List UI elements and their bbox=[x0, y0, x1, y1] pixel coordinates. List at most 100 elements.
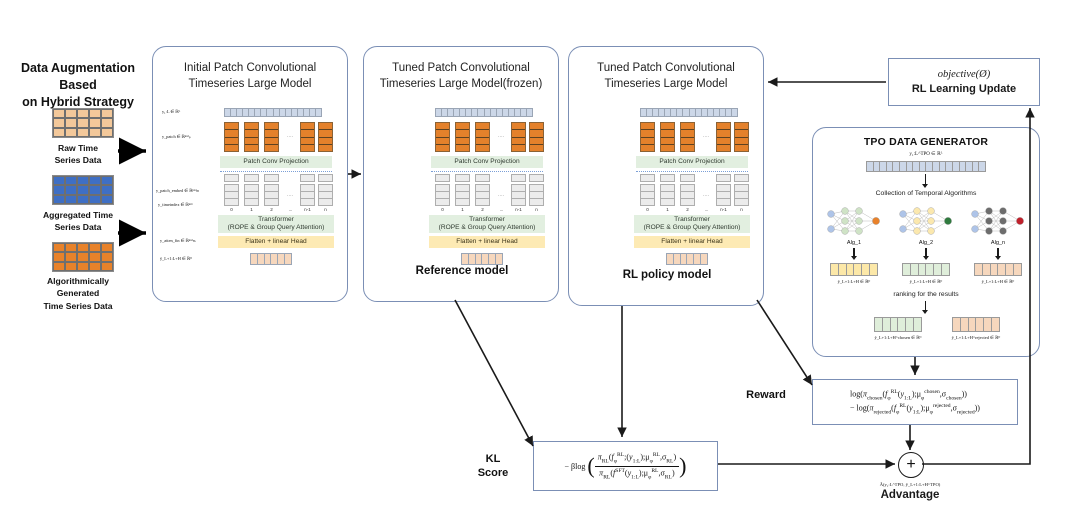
grid-cell bbox=[77, 185, 89, 195]
token-cell bbox=[512, 192, 525, 199]
strip-cell bbox=[237, 109, 244, 116]
token-cell bbox=[717, 192, 730, 199]
patch-cell bbox=[641, 130, 654, 138]
grid-cell bbox=[89, 109, 101, 119]
grid-cell bbox=[53, 261, 65, 271]
output-cell bbox=[681, 254, 688, 264]
bar-cell bbox=[831, 264, 839, 275]
token-cell bbox=[476, 185, 489, 192]
patch-cell bbox=[476, 138, 489, 145]
patch-cell bbox=[456, 145, 469, 151]
output-cell bbox=[265, 254, 272, 264]
grid-cell bbox=[89, 118, 101, 128]
strip-cell bbox=[659, 109, 666, 116]
patch-cell bbox=[530, 138, 543, 145]
patch-cell bbox=[476, 145, 489, 151]
strip-cell bbox=[960, 162, 967, 171]
strip-cell bbox=[671, 109, 678, 116]
algorithm-output-bar-1 bbox=[830, 263, 878, 276]
token-head-3 bbox=[511, 174, 526, 182]
grid-cell bbox=[101, 243, 113, 253]
token-head-2 bbox=[264, 174, 279, 182]
patch-cell bbox=[512, 130, 525, 138]
algorithm-arrow-head-2 bbox=[922, 256, 929, 260]
grid-cell bbox=[53, 185, 65, 195]
token-cell bbox=[641, 185, 654, 192]
patch-column-1 bbox=[660, 122, 675, 152]
token-cell bbox=[735, 192, 748, 199]
grid-cell bbox=[89, 252, 101, 262]
token-head-1 bbox=[660, 174, 675, 182]
output-cell bbox=[667, 254, 674, 264]
token-cell bbox=[436, 199, 449, 205]
patch-column-2 bbox=[680, 122, 695, 152]
patch-cell bbox=[436, 145, 449, 151]
patch-column-2 bbox=[264, 122, 279, 152]
patch-cell bbox=[661, 138, 674, 145]
grid-cell bbox=[77, 261, 89, 271]
strip-cell bbox=[442, 109, 449, 116]
grid-cell bbox=[65, 261, 77, 271]
patch-cell bbox=[319, 123, 332, 131]
grid-cell bbox=[77, 118, 89, 128]
token-cell bbox=[245, 185, 258, 192]
bar-cell bbox=[953, 318, 961, 331]
result-label-rejected: ŷ_L+1:L+H^rejected ∈ ℝᴴ bbox=[951, 335, 1001, 340]
bar-cell bbox=[992, 318, 999, 331]
strip-cell bbox=[880, 162, 887, 171]
strip-cell bbox=[243, 109, 250, 116]
token-cell bbox=[265, 192, 278, 199]
bar-cell bbox=[906, 318, 915, 331]
algorithm-arrow-head-1 bbox=[850, 256, 857, 260]
bar-cell bbox=[898, 318, 907, 331]
grid-cell bbox=[101, 176, 113, 186]
patch-cell bbox=[512, 138, 525, 145]
reward-formula-box: log(πchosen(fφRL(y1:L);μφchosen,σchosen)… bbox=[812, 379, 1018, 425]
bar-cell bbox=[862, 264, 871, 275]
algorithm-name-1: Alg_1 bbox=[846, 240, 862, 246]
patch-cell bbox=[436, 130, 449, 138]
strip-cell bbox=[720, 109, 726, 116]
augmentation-title-line2: on Hybrid Strategy bbox=[22, 94, 134, 109]
output-cell bbox=[462, 254, 469, 264]
token-head-4 bbox=[529, 174, 544, 182]
algorithm-output-bar-3 bbox=[974, 263, 1022, 276]
reward-formula-line1: log(πchosen(fφRL(y1:L);μφchosen,σchosen)… bbox=[850, 388, 967, 401]
patch-cell bbox=[301, 123, 314, 131]
source-block-algorithmic bbox=[52, 242, 114, 272]
bar-cell bbox=[984, 318, 993, 331]
kl-numerator: πRL(fφRL;(y1:L);μφRL,σRL) bbox=[594, 452, 680, 467]
token-cell bbox=[641, 199, 654, 205]
bar-cell bbox=[911, 264, 919, 275]
strip-cell bbox=[702, 109, 708, 116]
strip-cell bbox=[708, 109, 714, 116]
grid-cell bbox=[77, 127, 89, 137]
strip-cell bbox=[448, 109, 455, 116]
dotted-separator bbox=[220, 171, 332, 172]
token-head-0 bbox=[435, 174, 450, 182]
algorithm-arrow-head-3 bbox=[994, 256, 1001, 260]
patch-cell bbox=[530, 145, 543, 151]
strip-cell bbox=[979, 162, 985, 171]
output-cell bbox=[251, 254, 258, 264]
patch-cell bbox=[717, 123, 730, 131]
strip-cell bbox=[920, 162, 927, 171]
patch-cell bbox=[717, 145, 730, 151]
patch-cell bbox=[225, 145, 238, 151]
token-column-0 bbox=[435, 184, 450, 206]
label-atten: y_atten_fin ∈ ℝⁿˣᵈₘ bbox=[160, 238, 196, 243]
patch-cell bbox=[265, 138, 278, 145]
token-cell bbox=[717, 185, 730, 192]
grid-cell bbox=[53, 243, 65, 253]
grid-cell bbox=[77, 109, 89, 119]
patch-cell bbox=[436, 123, 449, 131]
strip-cell bbox=[478, 109, 485, 116]
augmentation-title: Data Augmentation Based on Hybrid Strate… bbox=[8, 60, 148, 111]
strip-cell bbox=[225, 109, 232, 116]
advantage-caption: Advantage bbox=[880, 489, 940, 501]
